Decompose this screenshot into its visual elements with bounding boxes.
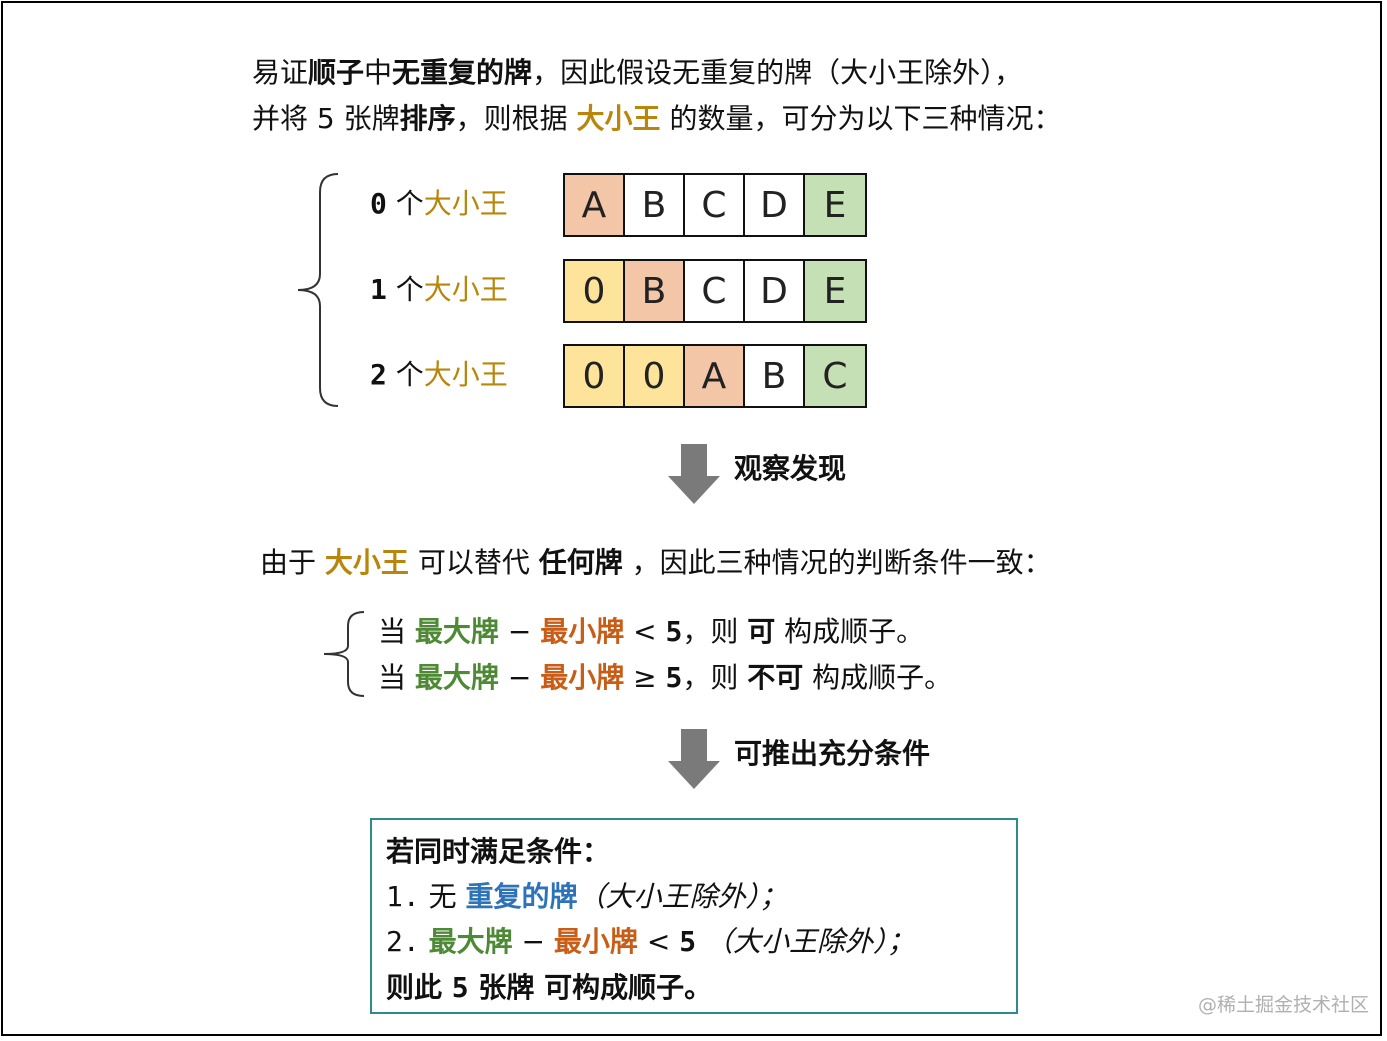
case-label-2: 2 个大小王: [370, 358, 508, 391]
condition-line-1: 当 最大牌 − 最小牌 < 5，则 可 构成顺子。: [378, 615, 925, 648]
result-box: 若同时满足条件： 1. 无 重复的牌（大小王除外）； 2. 最大牌 − 最小牌 …: [370, 818, 1018, 1014]
card: A: [685, 346, 745, 406]
result-title: 若同时满足条件：: [386, 835, 611, 868]
card-row-2: 0 0 A B C: [563, 344, 867, 408]
observation-line: 由于 大小王 可以替代 任何牌 ，因此三种情况的判断条件一致：: [260, 546, 1052, 579]
arrow-label-conclusion: 可推出充分条件: [734, 737, 931, 770]
card-row-0: A B C D E: [563, 173, 867, 237]
result-item-2: 2. 最大牌 − 最小牌 < 5 （大小王除外）；: [386, 925, 915, 958]
card: B: [625, 175, 685, 235]
intro-line-2: 并将 5 张牌排序，则根据 大小王 的数量，可分为以下三种情况：: [252, 102, 1062, 135]
card-row-1: 0 B C D E: [563, 259, 867, 323]
card: C: [805, 346, 865, 406]
watermark: @稀土掘金技术社区: [1198, 994, 1370, 1016]
case-label-0: 0 个大小王: [370, 187, 508, 220]
card: 0: [625, 346, 685, 406]
condition-line-2: 当 最大牌 − 最小牌 ≥ 5，则 不可 构成顺子。: [378, 661, 953, 694]
card: B: [625, 261, 685, 321]
down-arrow-icon: [668, 729, 720, 789]
card: A: [565, 175, 625, 235]
card: D: [745, 175, 805, 235]
card: E: [805, 261, 865, 321]
result-item-1: 1. 无 重复的牌（大小王除外）；: [386, 880, 788, 913]
card: 0: [565, 261, 625, 321]
case-label-1: 1 个大小王: [370, 273, 508, 306]
arrow-label-observation: 观察发现: [734, 452, 847, 485]
card: B: [745, 346, 805, 406]
card: C: [685, 175, 745, 235]
card: C: [685, 261, 745, 321]
card: E: [805, 175, 865, 235]
card: D: [745, 261, 805, 321]
result-conclusion: 则此 5 张牌 可构成顺子。: [386, 971, 713, 1004]
card: 0: [565, 346, 625, 406]
down-arrow-icon: [668, 444, 720, 504]
intro-line-1: 易证顺子中无重复的牌，因此假设无重复的牌（大小王除外），: [252, 56, 1023, 89]
conditions-brace: [323, 611, 365, 697]
cases-brace: [297, 173, 339, 407]
